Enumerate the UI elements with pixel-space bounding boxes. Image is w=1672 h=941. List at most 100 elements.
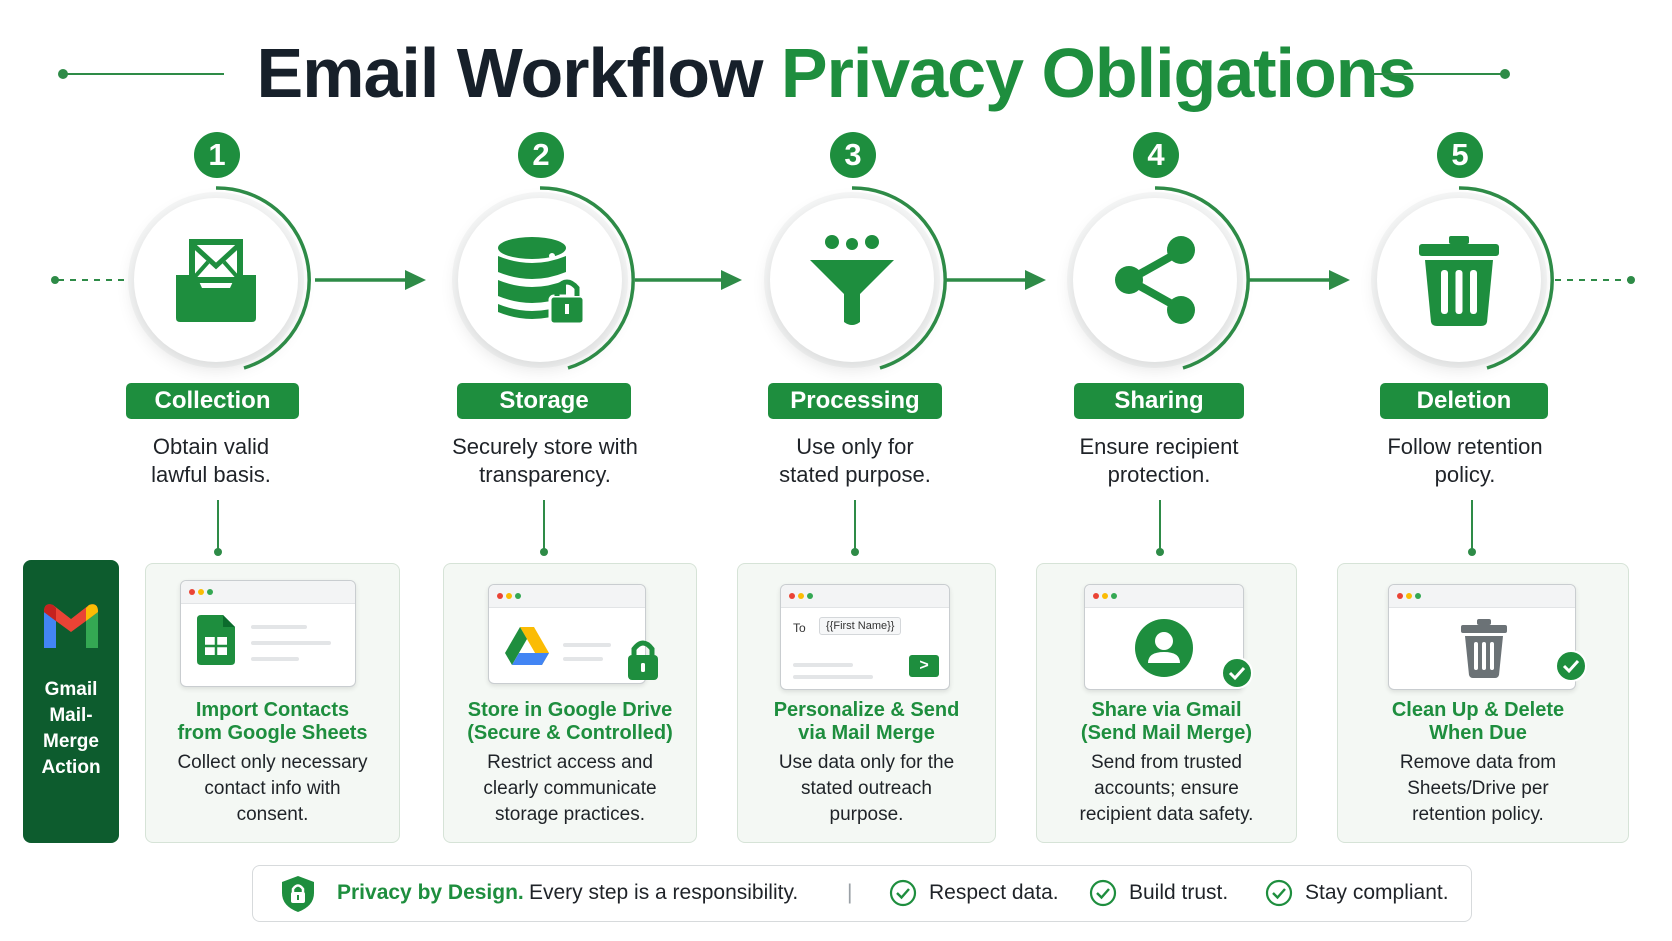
card-4-title: Share via Gmail (Send Mail Merge) bbox=[1037, 699, 1296, 745]
step-4-desc-line-2: protection. bbox=[1107, 462, 1211, 487]
card-1-title: Import Contacts from Google Sheets bbox=[146, 699, 399, 745]
arrow-1-2-head bbox=[405, 270, 426, 290]
step-4-connector bbox=[1159, 500, 1161, 550]
step-2-number: 2 bbox=[518, 132, 564, 178]
footer-check-stay-compliant: Stay compliant. bbox=[1305, 881, 1449, 904]
title-right-dot bbox=[1500, 69, 1510, 79]
shield-lock-icon bbox=[282, 876, 314, 912]
arrow-3-4-head bbox=[1025, 270, 1046, 290]
check-circle-icon bbox=[1265, 879, 1293, 907]
share-window-mock bbox=[1084, 584, 1244, 690]
inbox-envelope-icon bbox=[176, 239, 256, 322]
card-3-description: Use data only for the stated outreach pu… bbox=[738, 750, 995, 828]
arrow-2-3-head bbox=[721, 270, 742, 290]
step-3-connector bbox=[854, 500, 856, 550]
trash-icon bbox=[1419, 236, 1499, 326]
share-icon bbox=[1115, 236, 1195, 324]
step-3-desc-line-1: Use only for bbox=[796, 434, 914, 459]
step-4-description: Ensure recipient protection. bbox=[1045, 433, 1273, 489]
card-1-desc-line-3: consent. bbox=[236, 804, 309, 825]
flow-end-dot bbox=[1627, 276, 1635, 284]
footer-check-respect-data: Respect data. bbox=[929, 881, 1059, 904]
card-4-desc-line-2: accounts; ensure bbox=[1094, 778, 1239, 799]
mail-merge-window-mock: To {{First Name}} > bbox=[780, 584, 950, 690]
mock-to-label: To bbox=[793, 621, 806, 635]
card-personalize-send: To {{First Name}} > Personalize & Send v… bbox=[737, 563, 996, 843]
title-part-dark: Email Workflow bbox=[256, 34, 764, 112]
step-5-desc-line-2: policy. bbox=[1434, 462, 1496, 487]
card-5-title-line-1: Clean Up & Delete bbox=[1391, 699, 1565, 721]
step-3-icon-circle bbox=[752, 180, 952, 380]
card-5-desc-line-3: retention policy. bbox=[1412, 804, 1544, 825]
card-4-title-line-1: Share via Gmail bbox=[1091, 699, 1242, 721]
title-right-line bbox=[1372, 73, 1506, 75]
card-5-desc-line-2: Sheets/Drive per bbox=[1407, 778, 1549, 799]
card-2-description: Restrict access and clearly communicate … bbox=[444, 750, 696, 828]
step-5-connector-dot bbox=[1468, 548, 1476, 556]
card-clean-up-delete: Clean Up & Delete When Due Remove data f… bbox=[1337, 563, 1629, 843]
gmail-label-line-3: Action bbox=[41, 757, 101, 778]
step-1-icon-circle bbox=[116, 180, 316, 380]
gmail-mail-merge-panel: Gmail Mail-Merge Action bbox=[23, 560, 119, 843]
grey-trash-icon bbox=[1461, 619, 1507, 678]
user-profile-icon bbox=[1135, 619, 1193, 677]
mock-first-name-field: {{First Name}} bbox=[819, 617, 902, 635]
step-1-desc-line-2: lawful basis. bbox=[151, 462, 271, 487]
step-5-connector bbox=[1471, 500, 1473, 550]
step-5-desc-line-1: Follow retention bbox=[1387, 434, 1543, 459]
step-3-desc-line-2: stated purpose. bbox=[779, 462, 931, 487]
flow-start-dot bbox=[51, 276, 59, 284]
footer-check-build-trust: Build trust. bbox=[1129, 881, 1229, 904]
card-4-desc-line-1: Send from trusted bbox=[1090, 752, 1243, 773]
step-1-description: Obtain valid lawful basis. bbox=[100, 433, 322, 489]
step-4-desc-line-1: Ensure recipient bbox=[1079, 434, 1239, 459]
card-3-title-line-2: via Mail Merge bbox=[798, 722, 935, 744]
title-part-green: Privacy Obligations bbox=[780, 34, 1417, 112]
card-1-description: Collect only necessary contact info with… bbox=[146, 750, 399, 828]
step-3-connector-dot bbox=[851, 548, 859, 556]
card-2-title-line-2: (Secure & Controlled) bbox=[467, 722, 673, 744]
step-1-number: 1 bbox=[194, 132, 240, 178]
step-5-description: Follow retention policy. bbox=[1350, 433, 1580, 489]
card-1-desc-line-2: contact info with bbox=[204, 778, 341, 799]
card-4-desc-line-3: recipient data safety. bbox=[1079, 804, 1254, 825]
card-5-title-line-2: When Due bbox=[1429, 722, 1527, 744]
page-title: Email Workflow Privacy Obligations bbox=[0, 28, 1672, 118]
step-2-desc-line-1: Securely store with bbox=[452, 434, 638, 459]
delete-check-icon bbox=[1555, 650, 1587, 682]
card-5-title: Clean Up & Delete When Due bbox=[1338, 699, 1618, 745]
step-3-progress-arc bbox=[851, 186, 947, 370]
title-left-line bbox=[64, 73, 224, 75]
step-4-icon-circle bbox=[1055, 180, 1255, 380]
padlock-icon bbox=[628, 640, 658, 680]
gmail-label-line-2: Mail-Merge bbox=[43, 705, 99, 752]
google-drive-icon bbox=[505, 627, 549, 665]
step-3-number: 3 bbox=[830, 132, 876, 178]
card-import-contacts: Import Contacts from Google Sheets Colle… bbox=[145, 563, 400, 843]
step-1-connector bbox=[217, 500, 219, 550]
card-1-desc-line-1: Collect only necessary bbox=[177, 752, 368, 773]
step-5-number: 5 bbox=[1437, 132, 1483, 178]
step-2-connector bbox=[543, 500, 545, 550]
footer-separator: | bbox=[847, 881, 853, 904]
step-5-icon-circle bbox=[1359, 180, 1559, 380]
gmail-panel-label: Gmail Mail-Merge Action bbox=[23, 677, 119, 781]
card-4-title-line-2: (Send Mail Merge) bbox=[1080, 722, 1253, 744]
step-5-label: Deletion bbox=[1380, 383, 1548, 419]
step-2-icon-circle bbox=[440, 180, 640, 380]
step-2-connector-dot bbox=[540, 548, 548, 556]
database-lock-icon bbox=[498, 237, 586, 326]
card-5-desc-line-1: Remove data from bbox=[1399, 752, 1557, 773]
check-circle-icon bbox=[889, 879, 917, 907]
step-4-label: Sharing bbox=[1074, 383, 1244, 419]
step-5-progress-arc bbox=[1458, 186, 1554, 370]
mock-send-button[interactable]: > bbox=[909, 655, 939, 677]
card-2-desc-line-3: storage practices. bbox=[495, 804, 645, 825]
google-sheets-icon bbox=[197, 615, 235, 665]
step-4-progress-arc bbox=[1154, 186, 1250, 370]
step-1-progress-arc bbox=[215, 186, 311, 370]
card-5-description: Remove data from Sheets/Drive per retent… bbox=[1338, 750, 1618, 828]
step-4-connector-dot bbox=[1156, 548, 1164, 556]
arrow-4-5-head bbox=[1329, 270, 1350, 290]
delete-window-mock bbox=[1388, 584, 1576, 690]
